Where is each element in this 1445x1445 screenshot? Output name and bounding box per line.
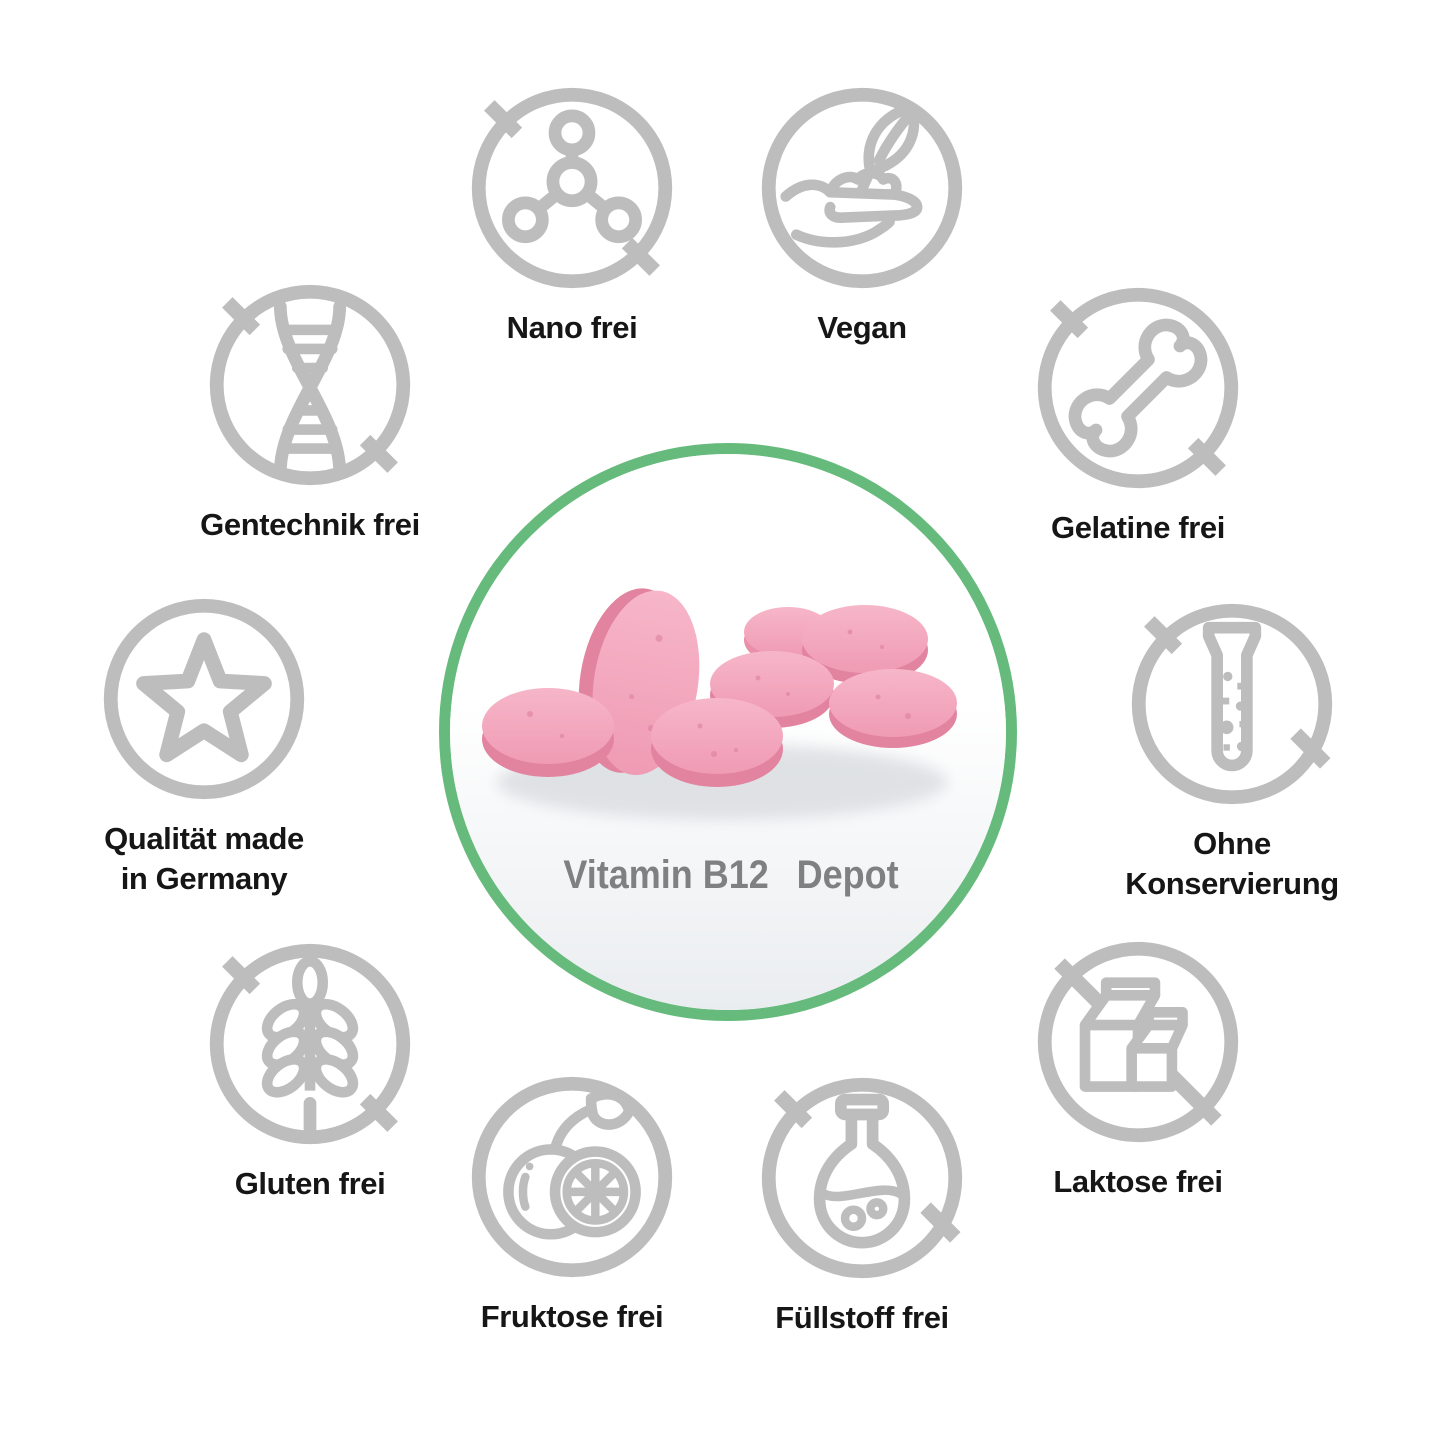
feature-gluten-frei: Gluten frei	[80, 938, 540, 1204]
tablet	[829, 669, 957, 748]
icon-ring	[761, 87, 963, 289]
cross-ticks	[222, 297, 398, 473]
feature-nano-frei: Nano frei	[342, 82, 802, 348]
hand	[780, 179, 923, 223]
soil-mound	[824, 167, 902, 198]
feature-label: Gluten frei	[234, 1166, 386, 1201]
feature-gelatine-frei: Gelatine frei	[908, 282, 1368, 548]
icon-ring	[1037, 941, 1239, 1143]
feature-label: Gelatine frei	[1051, 510, 1225, 545]
feature-fruktose-frei: Fruktose frei	[342, 1071, 802, 1337]
cross-ticks	[222, 956, 398, 1132]
feature-label: Fruktose frei	[480, 1299, 664, 1334]
bone	[1068, 318, 1208, 458]
feature-label: Gentechnik frei	[200, 507, 420, 542]
icon-ring	[1037, 287, 1239, 489]
molecule-icon	[471, 87, 673, 289]
cross-ticks	[774, 1090, 961, 1243]
wheat-ear	[261, 956, 359, 1136]
fruit-icon	[471, 1076, 673, 1278]
feature-qualitaet-germany: Qualität made in Germany	[0, 593, 434, 899]
test-tube-icon	[1131, 603, 1333, 805]
feature-label: Füllstoff frei	[775, 1300, 949, 1335]
tablet	[482, 688, 614, 777]
seedling-hand-icon	[761, 87, 963, 289]
milk-carton-icon	[1037, 941, 1239, 1143]
cross-ticks	[1050, 300, 1226, 476]
feature-ohne-konservierung: Ohne Konservierung	[1002, 598, 1445, 904]
tube	[1202, 621, 1262, 772]
icon-ring	[471, 87, 673, 289]
flask-icon	[761, 1077, 963, 1279]
feature-vegan: Vegan	[632, 82, 1092, 348]
wheat-icon	[209, 943, 411, 1145]
feature-label: Vegan	[817, 310, 907, 345]
product-name: Vitamin B12 Depot	[450, 846, 1006, 904]
milk-cartons	[1079, 977, 1188, 1092]
cross-ticks	[484, 100, 660, 276]
flask	[813, 1093, 911, 1249]
product-name-line1: Vitamin B12	[563, 853, 769, 897]
icon-ring	[471, 1076, 673, 1278]
icon-ring	[209, 284, 411, 486]
star-icon	[103, 598, 305, 800]
feature-label: Nano frei	[506, 310, 638, 345]
dna-icon	[209, 284, 411, 486]
icon-ring	[209, 943, 411, 1145]
feature-laktose-frei: Laktose frei	[908, 936, 1368, 1202]
product-photo-circle: Vitamin B12 Depot	[439, 443, 1017, 1021]
tablet	[802, 605, 928, 684]
icon-ring	[103, 598, 305, 800]
feature-label: Ohne Konservierung	[1125, 826, 1339, 901]
icon-ring	[1131, 603, 1333, 805]
leaf	[585, 1089, 635, 1130]
tablet	[651, 698, 783, 787]
icon-ring	[761, 1077, 963, 1279]
feature-label: Laktose frei	[1053, 1164, 1223, 1199]
feature-gentechnik-frei: Gentechnik frei	[80, 279, 540, 545]
tablets-photo	[450, 454, 1006, 1010]
star	[136, 632, 272, 763]
cross-ticks	[1144, 616, 1331, 769]
feature-label: Qualität made in Germany	[104, 821, 304, 896]
feature-fuellstoff-frei: Füllstoff frei	[632, 1072, 1092, 1338]
product-name-line2: Depot	[796, 853, 899, 897]
bone-icon	[1037, 287, 1239, 489]
